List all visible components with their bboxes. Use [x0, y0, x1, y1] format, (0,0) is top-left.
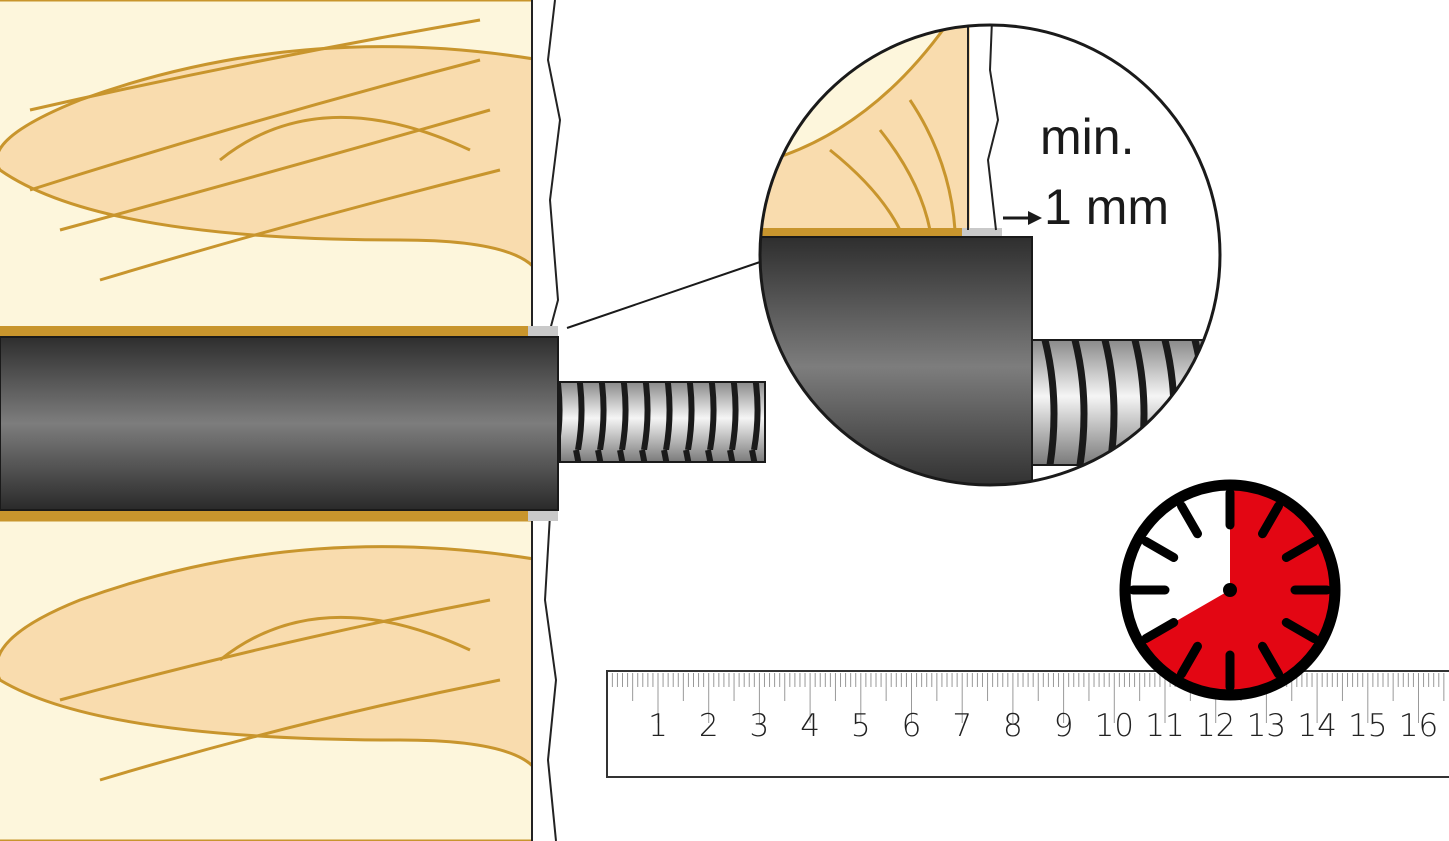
arrow-icon [1003, 211, 1042, 225]
timer-clock [1119, 479, 1341, 701]
ruler-number: 7 [952, 708, 973, 744]
ruler-number: 5 [850, 708, 871, 744]
ruler-number: 3 [749, 708, 770, 744]
ruler-number: 8 [1003, 708, 1023, 744]
elapsed-sector [1139, 485, 1335, 695]
callout-min-label: min. [1040, 109, 1135, 165]
ruler [606, 670, 1449, 778]
callout-distance-label: 1 mm [1044, 179, 1169, 235]
clock-hour-mark [1258, 501, 1283, 539]
clock-hour-mark [1258, 641, 1283, 679]
ruler-number: 13 [1246, 708, 1287, 744]
clock-hour-mark [1281, 537, 1319, 562]
magnifier [760, 25, 1220, 485]
ruler-number: 12 [1195, 708, 1236, 744]
ruler-number: 6 [901, 708, 922, 744]
clock-hour-mark [1281, 618, 1319, 643]
magnifier-pointer [566, 261, 761, 329]
clock-hour-mark [1177, 501, 1202, 539]
clock-center [1223, 583, 1237, 597]
ruler-number: 10 [1094, 708, 1135, 744]
ruler-number: 15 [1348, 708, 1388, 744]
ruler-number: 14 [1297, 708, 1337, 744]
ruler-number: 2 [698, 708, 719, 744]
ruler-number: 11 [1145, 708, 1185, 744]
ruler-number: 4 [800, 708, 820, 744]
ruler-number: 9 [1053, 708, 1074, 744]
clock-hour-mark [1177, 641, 1202, 679]
pipe [0, 336, 559, 511]
threaded-rod [559, 381, 766, 463]
ruler-number: 1 [648, 708, 668, 744]
ruler-number: 16 [1398, 708, 1439, 744]
clock-hour-mark [1141, 618, 1179, 643]
clock-hour-mark [1141, 537, 1179, 562]
